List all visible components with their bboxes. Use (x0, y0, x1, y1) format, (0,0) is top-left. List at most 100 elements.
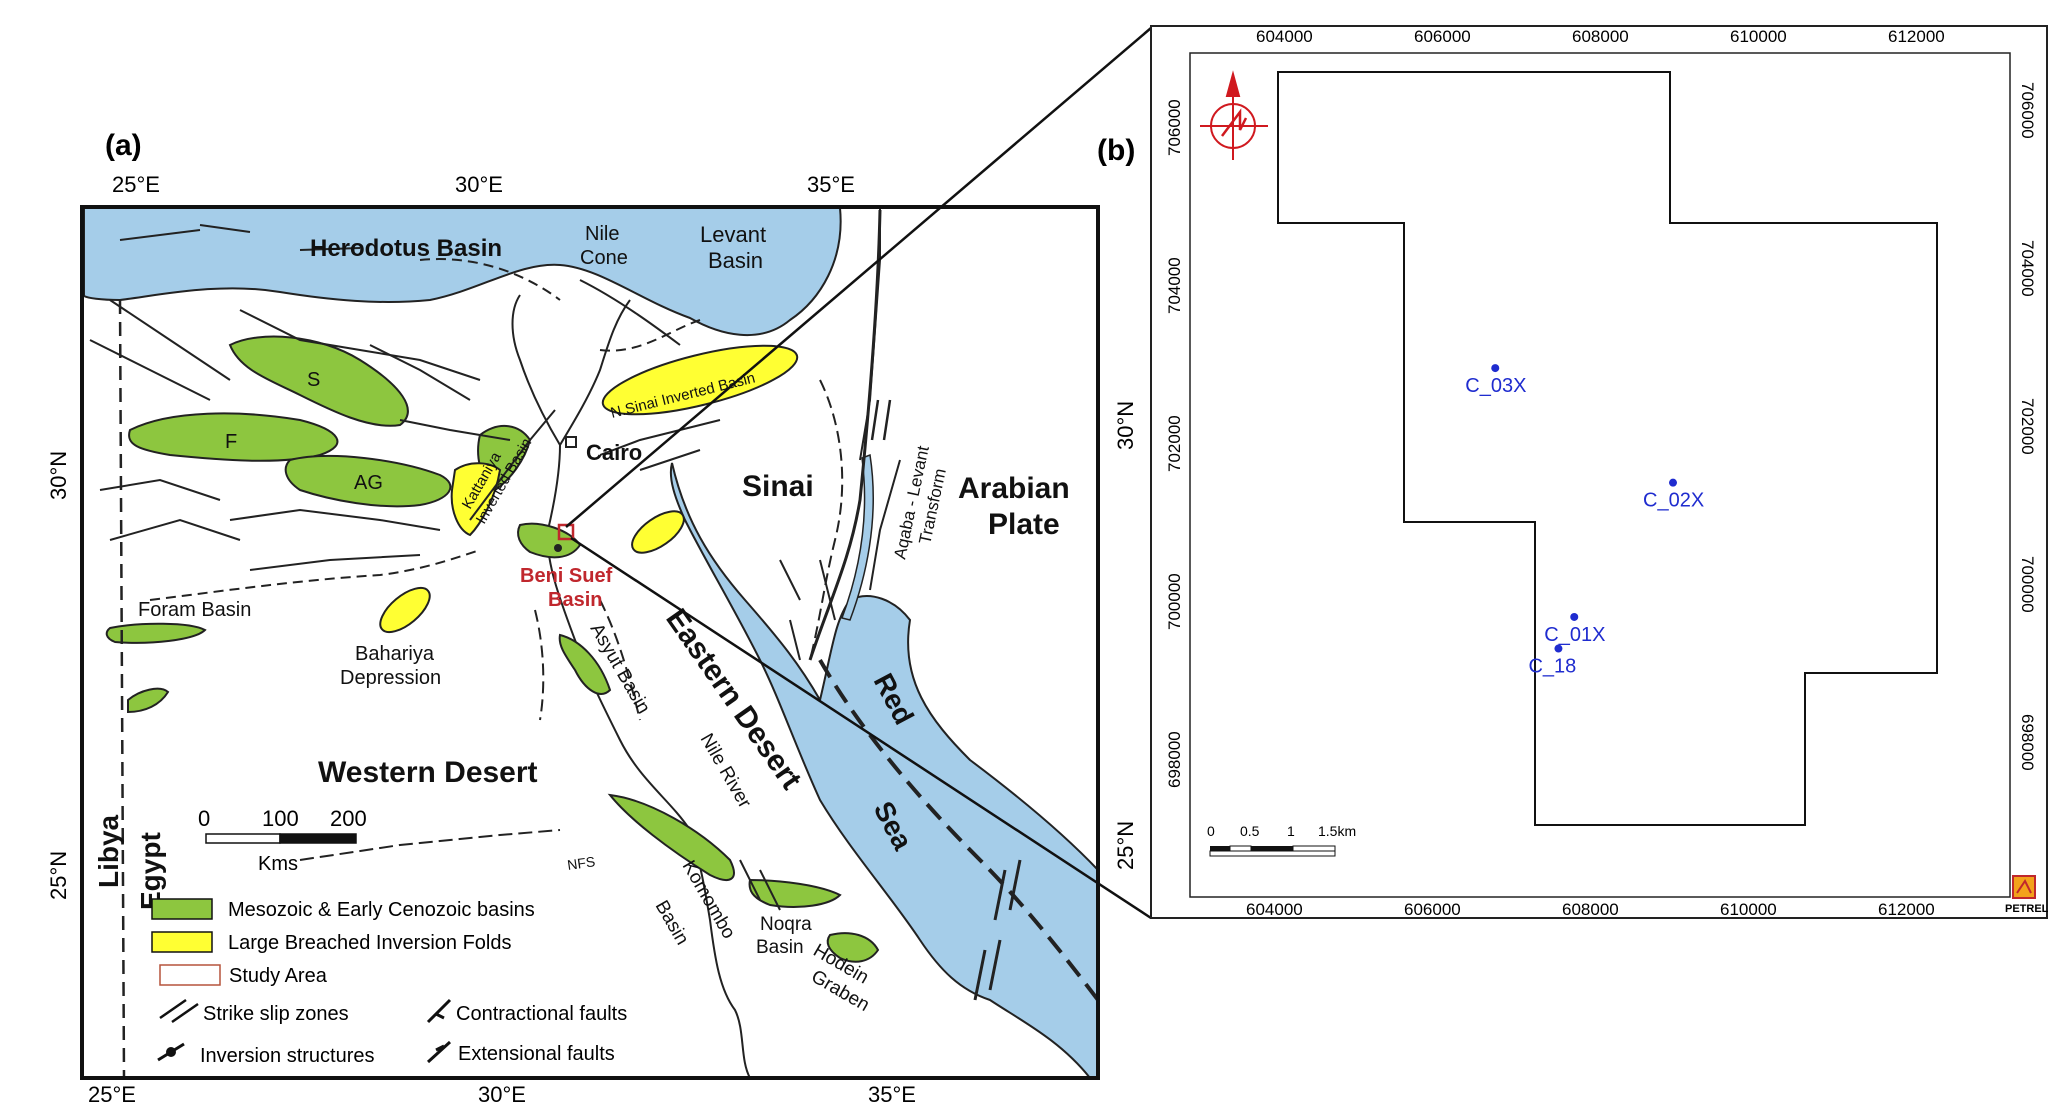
label-foram: Foram Basin (138, 599, 251, 621)
label-levant-2: Basin (708, 248, 763, 273)
wells-layer: C_03X C_02X C_01X C_18 (1465, 364, 1704, 678)
legend-label-inversion: Inversion structures (200, 1045, 375, 1067)
y-tick-left-1: 704000 (1165, 257, 1184, 314)
scale-a-tick-0: 0 (198, 806, 210, 831)
basin-beni-suef (517, 522, 582, 559)
y-tick-left-0: 706000 (1165, 99, 1184, 156)
x-tick-top-0: 604000 (1256, 27, 1313, 46)
panel-a: (a) 25°E 30°E 35°E 25°E 30°E 35°E 30°N 2… (46, 129, 1138, 1107)
survey-outline (1277, 71, 1938, 826)
basin-faghur (128, 412, 339, 462)
y-tick-left-2: 702000 (1165, 415, 1184, 472)
y-tick-right-1: 704000 (2018, 240, 2037, 297)
label-nile-cone-2: Cone (580, 247, 628, 269)
scale-b-seg-3 (1251, 846, 1293, 851)
basin-shushan (228, 335, 409, 427)
x-tick-bottom-3: 610000 (1720, 900, 1777, 919)
lon-tick-top-30: 30°E (455, 172, 503, 197)
label-nfs: NFS (566, 853, 596, 873)
well-marker (1570, 612, 1579, 621)
legend-label-strike-slip: Strike slip zones (203, 1003, 349, 1025)
legend-label-basins: Mesozoic & Early Cenozoic basins (228, 899, 535, 921)
y-tick-right-2: 702000 (2018, 398, 2037, 455)
well-marker (1491, 364, 1500, 373)
legend-swatch-basins (151, 898, 213, 920)
legend-swatch-study (159, 964, 221, 986)
panel-b-label: (b) (1097, 134, 1135, 167)
label-western-desert: Western Desert (318, 756, 538, 789)
fold-bahariya (379, 586, 431, 634)
connector-top (565, 27, 1152, 528)
basin-asyut (558, 633, 612, 695)
x-ticks-top: 604000 606000 608000 610000 612000 (1256, 27, 1945, 46)
label-bahariya-2: Depression (340, 667, 441, 689)
label-cairo: Cairo (586, 440, 642, 465)
label-noqra-1: Noqra (760, 914, 812, 935)
aqaba-levant-transform (808, 209, 882, 661)
basin-hodein (826, 932, 880, 963)
gulf-of-aqaba (841, 453, 874, 621)
scale-b-seg-4 (1292, 845, 1336, 852)
legend-label-extensional: Extensional faults (458, 1043, 615, 1065)
well-label: C_01X (1544, 624, 1605, 646)
well-label: C_03X (1465, 375, 1526, 397)
well-label: C_02X (1643, 490, 1704, 512)
connector-bottom (570, 536, 1152, 920)
scale-a-unit: Kms (258, 853, 298, 875)
scale-a-tick-100: 100 (262, 806, 299, 831)
petrel-logo: PETREL (2005, 875, 2049, 915)
red-sea-axis (818, 659, 1100, 1002)
basin-foram (105, 622, 207, 644)
lon-tick-top-25: 25°E (112, 172, 160, 197)
scale-bar-b: 0 0.5 1 1.5km (1207, 823, 1356, 857)
x-tick-bottom-2: 608000 (1562, 900, 1619, 919)
y-tick-left-4: 698000 (1165, 731, 1184, 788)
inset-connectors (565, 27, 1152, 920)
legend-icon-extensional (426, 1040, 452, 1064)
y-ticks-right: 706000 704000 702000 700000 698000 (2018, 82, 2037, 771)
label-beni-suef-2: Basin (548, 589, 602, 611)
beni-suef-point (554, 544, 562, 552)
petrel-logo-icon (2012, 875, 2036, 899)
label-sinai: Sinai (742, 470, 814, 503)
red-sea-transforms (973, 859, 1022, 1001)
lon-tick-top-35: 35°E (807, 172, 855, 197)
basin-noqra (748, 878, 842, 908)
basin-komombo (607, 793, 735, 881)
legend-label-folds: Large Breached Inversion Folds (228, 932, 512, 954)
cairo-marker (565, 436, 577, 448)
legend-a: Mesozoic & Early Cenozoic basins Large B… (151, 898, 627, 1067)
scale-b-seg-2 (1229, 845, 1252, 852)
mesozoic-basins (105, 335, 880, 963)
map-frame (80, 205, 1100, 1080)
legend-icon-inversion-dot (166, 1047, 176, 1057)
label-ag: AG (354, 472, 383, 494)
label-arabian-2: Plate (988, 508, 1060, 541)
scale-b-base (1209, 850, 1336, 857)
lat-tick-left-25: 25°N (46, 851, 71, 900)
scale-b-tick-0: 0 (1207, 823, 1215, 839)
scale-a-tick-200: 200 (330, 806, 367, 831)
fold-kattaniya (450, 462, 502, 537)
study-area-box (557, 523, 575, 541)
well-label: C_18 (1528, 656, 1576, 678)
legend-label-study: Study Area (229, 965, 328, 987)
y-tick-right-0: 706000 (2018, 82, 2037, 139)
label-bahariya-1: Bahariya (355, 643, 435, 665)
x-ticks-bottom: 604000 606000 608000 610000 612000 (1246, 900, 1935, 919)
label-levant-1: Levant (700, 222, 766, 247)
x-tick-top-4: 612000 (1888, 27, 1945, 46)
basin-southwest (127, 687, 170, 714)
x-tick-bottom-4: 612000 (1878, 900, 1935, 919)
label-egypt: Egypt (135, 832, 166, 910)
scale-b-tick-05: 0.5 (1240, 823, 1260, 839)
lat-tick-left-30: 30°N (46, 451, 71, 500)
legend-icon-contractional (426, 998, 452, 1024)
north-arrow (1200, 70, 1268, 160)
mediterranean-sea (83, 207, 842, 337)
label-f: F (225, 431, 237, 453)
scale-b-seg-1 (1210, 846, 1230, 851)
label-nile-cone-1: Nile (585, 223, 619, 245)
fold-eastern (631, 510, 685, 554)
lon-tick-bottom-35: 35°E (868, 1082, 916, 1107)
